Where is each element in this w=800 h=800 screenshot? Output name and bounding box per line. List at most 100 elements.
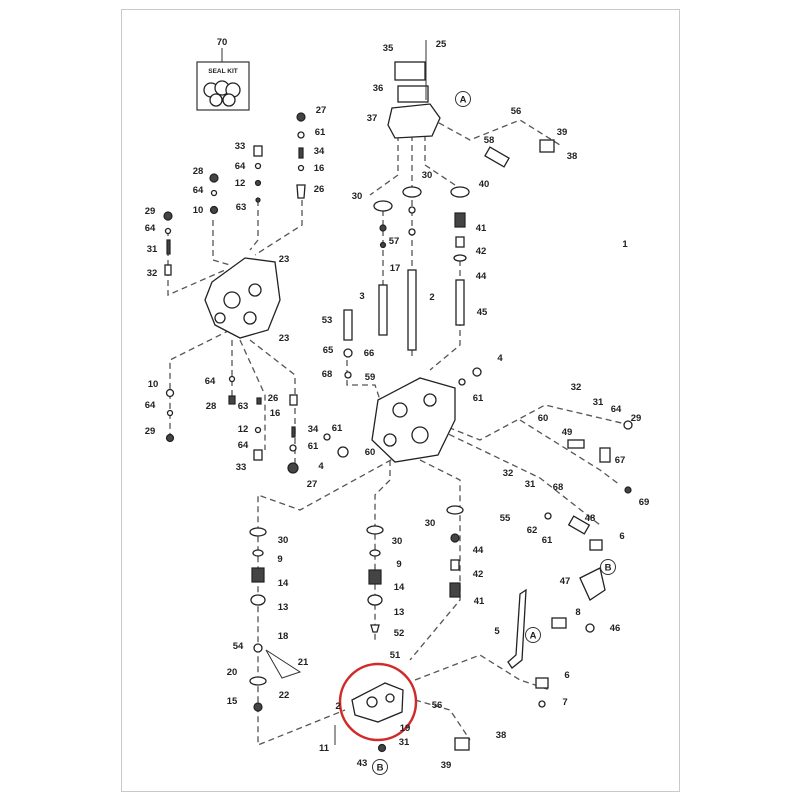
callout-label: 61 xyxy=(332,423,343,434)
callout-label: 70 xyxy=(217,37,228,48)
highlight-circle xyxy=(338,662,418,742)
callout-label: 67 xyxy=(615,455,626,466)
callout-label: 23 xyxy=(279,333,290,344)
callout-label: 9 xyxy=(396,559,401,570)
callout-label: 18 xyxy=(278,631,289,642)
callout-label: 56 xyxy=(511,106,522,117)
callout-label: 42 xyxy=(473,569,484,580)
callout-label: 6 xyxy=(619,531,624,542)
callout-label: 52 xyxy=(394,628,405,639)
callout-label: 12 xyxy=(238,424,249,435)
callout-label: 64 xyxy=(145,223,156,234)
callout-label: 69 xyxy=(639,497,650,508)
callout-label: 27 xyxy=(316,105,327,116)
callout-label: 9 xyxy=(277,554,282,565)
callout-label: 66 xyxy=(364,348,375,359)
callout-label: 32 xyxy=(571,382,582,393)
callout-label: 13 xyxy=(278,602,289,613)
callout-label: 64 xyxy=(145,400,156,411)
callout-label: 68 xyxy=(553,482,564,493)
callout-label: 32 xyxy=(503,468,514,479)
reference-marker-label: B xyxy=(605,563,612,574)
callout-label: 1 xyxy=(622,239,628,250)
callout-label: 64 xyxy=(611,404,622,415)
callout-label: 8 xyxy=(575,607,580,618)
connection-lines xyxy=(167,117,631,746)
callout-label: 44 xyxy=(473,545,484,556)
callout-label: 44 xyxy=(476,271,487,282)
callout-label: 2 xyxy=(429,292,434,303)
callout-label: 25 xyxy=(436,39,447,50)
callout-label: 5 xyxy=(494,626,500,637)
reference-marker-circle xyxy=(372,759,388,775)
callout-label: 55 xyxy=(500,513,511,524)
callout-label: 43 xyxy=(357,758,368,769)
callout-label: 10 xyxy=(193,205,204,216)
part-glyphs xyxy=(163,40,633,753)
callout-label: 61 xyxy=(473,393,484,404)
callout-label: 30 xyxy=(278,535,289,546)
diagram-frame xyxy=(121,9,680,792)
callout-label: 20 xyxy=(227,667,238,678)
callout-label: 3 xyxy=(359,291,364,302)
callout-label: 48 xyxy=(585,513,596,524)
callout-label: 29 xyxy=(145,426,156,437)
seal-kit-label: SEAL KIT xyxy=(208,68,238,75)
callout-label: 45 xyxy=(477,307,488,318)
callout-label: 26 xyxy=(314,184,325,195)
callout-label: 19 xyxy=(400,723,411,734)
callout-label: 27 xyxy=(307,479,318,490)
callout-label: 64 xyxy=(238,440,249,451)
callout-label: 29 xyxy=(631,413,642,424)
callout-label: 38 xyxy=(496,730,507,741)
callout-label: 31 xyxy=(593,397,604,408)
callout-label: 4 xyxy=(497,353,503,364)
callout-label: 7 xyxy=(562,697,567,708)
callout-label: 60 xyxy=(538,413,549,424)
reference-marker-label: A xyxy=(460,95,467,106)
callout-label: 17 xyxy=(390,263,401,274)
callout-label: 38 xyxy=(567,151,578,162)
callout-label: 30 xyxy=(425,518,436,529)
callout-label: 28 xyxy=(193,166,204,177)
callout-label: 11 xyxy=(319,743,330,754)
callout-label: 62 xyxy=(527,525,538,536)
callout-label: 33 xyxy=(236,462,247,473)
callout-label: 56 xyxy=(432,700,443,711)
callout-label: 21 xyxy=(298,657,309,668)
callout-label: 34 xyxy=(314,146,325,157)
callout-label: 57 xyxy=(389,236,400,247)
callout-label: 60 xyxy=(365,447,376,458)
callout-label: 15 xyxy=(227,696,238,707)
callout-label: 39 xyxy=(441,760,452,771)
callout-label: 36 xyxy=(373,83,384,94)
callout-label: 26 xyxy=(268,393,279,404)
callout-label: 47 xyxy=(560,576,571,587)
callout-label: 4 xyxy=(318,461,324,472)
callout-label: 65 xyxy=(323,345,334,356)
callout-label: 61 xyxy=(542,535,553,546)
callout-label: 64 xyxy=(205,376,216,387)
callout-label: 14 xyxy=(394,582,405,593)
callout-label: 31 xyxy=(399,737,410,748)
callout-label: 6 xyxy=(564,670,569,681)
reference-marker-circle xyxy=(600,559,616,575)
callout-label: 54 xyxy=(233,641,244,652)
callout-label: 32 xyxy=(147,268,158,279)
callout-label: 22 xyxy=(279,690,290,701)
reference-marker-label: A xyxy=(530,631,537,642)
callout-label: 31 xyxy=(525,479,536,490)
callout-label: 68 xyxy=(322,369,333,380)
callout-label: 46 xyxy=(610,623,621,634)
callout-label: 41 xyxy=(474,596,485,607)
callout-label: 34 xyxy=(308,424,319,435)
callout-label: 30 xyxy=(352,191,363,202)
callout-label: 41 xyxy=(476,223,487,234)
callout-label: 39 xyxy=(557,127,568,138)
callout-label: 12 xyxy=(235,178,246,189)
callout-label: 64 xyxy=(193,185,204,196)
callout-label: 58 xyxy=(484,135,495,146)
callout-label: 2 xyxy=(335,701,340,712)
callout-label: 64 xyxy=(235,161,246,172)
